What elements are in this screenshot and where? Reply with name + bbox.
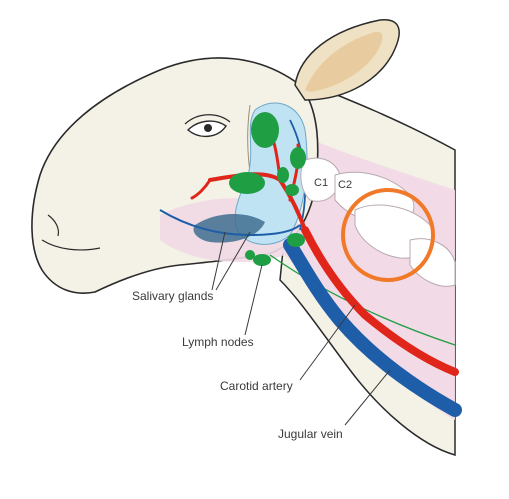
eye-pupil: [204, 124, 212, 132]
lymph-node-7: [253, 254, 271, 266]
lymph-node-1: [251, 112, 279, 148]
lymph-node-5: [285, 184, 299, 196]
artery-branch-4: [190, 178, 212, 200]
label-carotid-artery: Carotid artery: [220, 379, 293, 393]
ear-inner: [305, 31, 383, 92]
label-salivary-glands: Salivary glands: [132, 289, 213, 303]
vertebra-c4: [409, 238, 456, 287]
facial-vein: [159, 209, 301, 237]
lymph-node-8: [245, 250, 255, 260]
vertebra-c1: [300, 157, 341, 202]
leader-carotid: [299, 304, 356, 381]
lymph-node-3: [290, 147, 306, 169]
jugular-vein: [283, 238, 462, 417]
label-jugular-vein: Jugular vein: [278, 427, 343, 441]
label-lymph-nodes: Lymph nodes: [182, 335, 254, 349]
lymph-node-4: [277, 167, 289, 183]
leader-lymph: [244, 264, 263, 336]
vertebra-c2-label: C2: [338, 179, 352, 191]
lymph-node-6: [287, 233, 305, 247]
leader-salivary-2: [215, 231, 251, 291]
leader-jugular: [344, 369, 391, 426]
carotid-artery: [301, 226, 459, 376]
highlight-circle: [341, 188, 435, 282]
vertebra-c1-label: C1: [314, 177, 328, 189]
mouth-line: [41, 239, 101, 251]
leader-salivary-1: [211, 231, 226, 291]
nostril: [47, 214, 60, 237]
lymph-node-2: [229, 172, 265, 194]
eyelid: [184, 114, 231, 125]
